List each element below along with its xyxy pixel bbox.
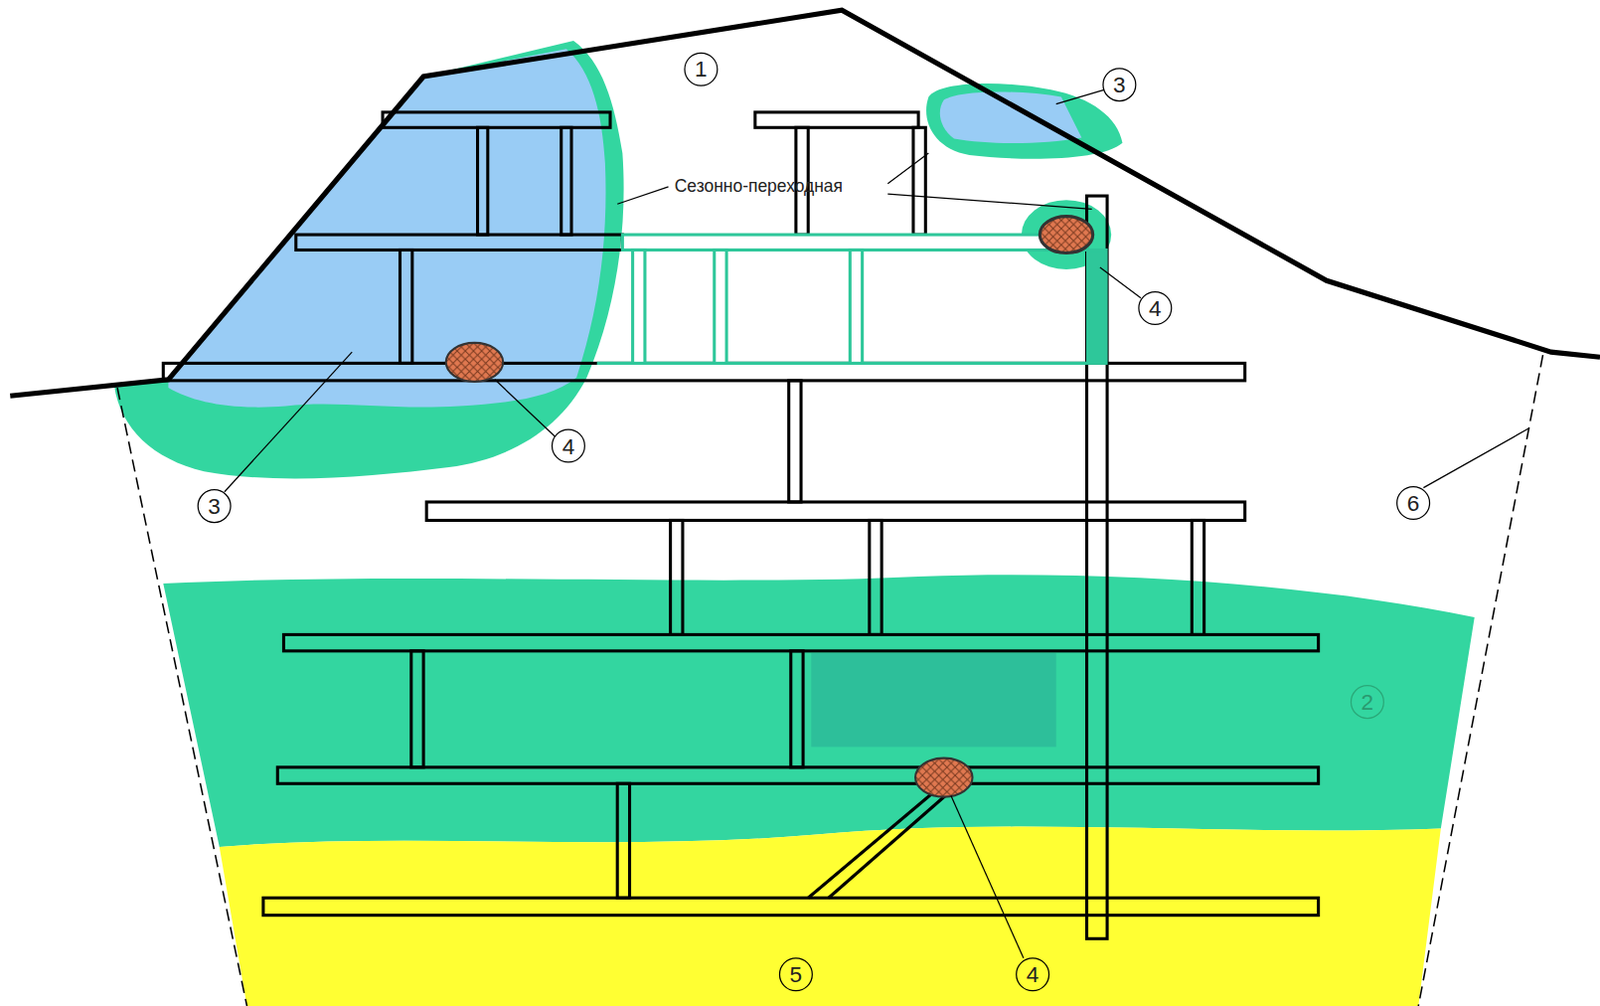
ice-inclusion	[446, 342, 504, 382]
boundary-line	[117, 387, 247, 1006]
zone-note: Сезонно-переходная	[671, 176, 846, 197]
callout-number: 1	[694, 58, 708, 82]
callout-number: 2	[1361, 691, 1375, 715]
callout-number: 4	[1148, 298, 1162, 321]
callout-number: 5	[790, 963, 803, 987]
frozen-lens	[167, 48, 606, 407]
permafrost-band	[162, 574, 1474, 847]
dark-zone	[810, 652, 1056, 747]
ice-inclusion	[915, 758, 973, 798]
callout-number: 4	[562, 435, 576, 459]
callout-number: 6	[1407, 492, 1421, 516]
thawed-zone	[219, 826, 1441, 1006]
ground-surface	[9, 9, 1600, 396]
callout-circles	[197, 52, 1430, 990]
seasonal-workings	[597, 234, 1107, 363]
ice-inclusion	[1039, 216, 1093, 254]
callout-number: 3	[207, 495, 221, 519]
callout-number: 4	[1026, 963, 1040, 987]
callout-number: 3	[1113, 74, 1126, 98]
seasonal-layer	[114, 40, 625, 479]
mine-workings	[162, 112, 1318, 939]
frozen-lens	[940, 91, 1083, 144]
boundary-line	[1418, 354, 1543, 1006]
leader-lines	[224, 89, 1529, 958]
